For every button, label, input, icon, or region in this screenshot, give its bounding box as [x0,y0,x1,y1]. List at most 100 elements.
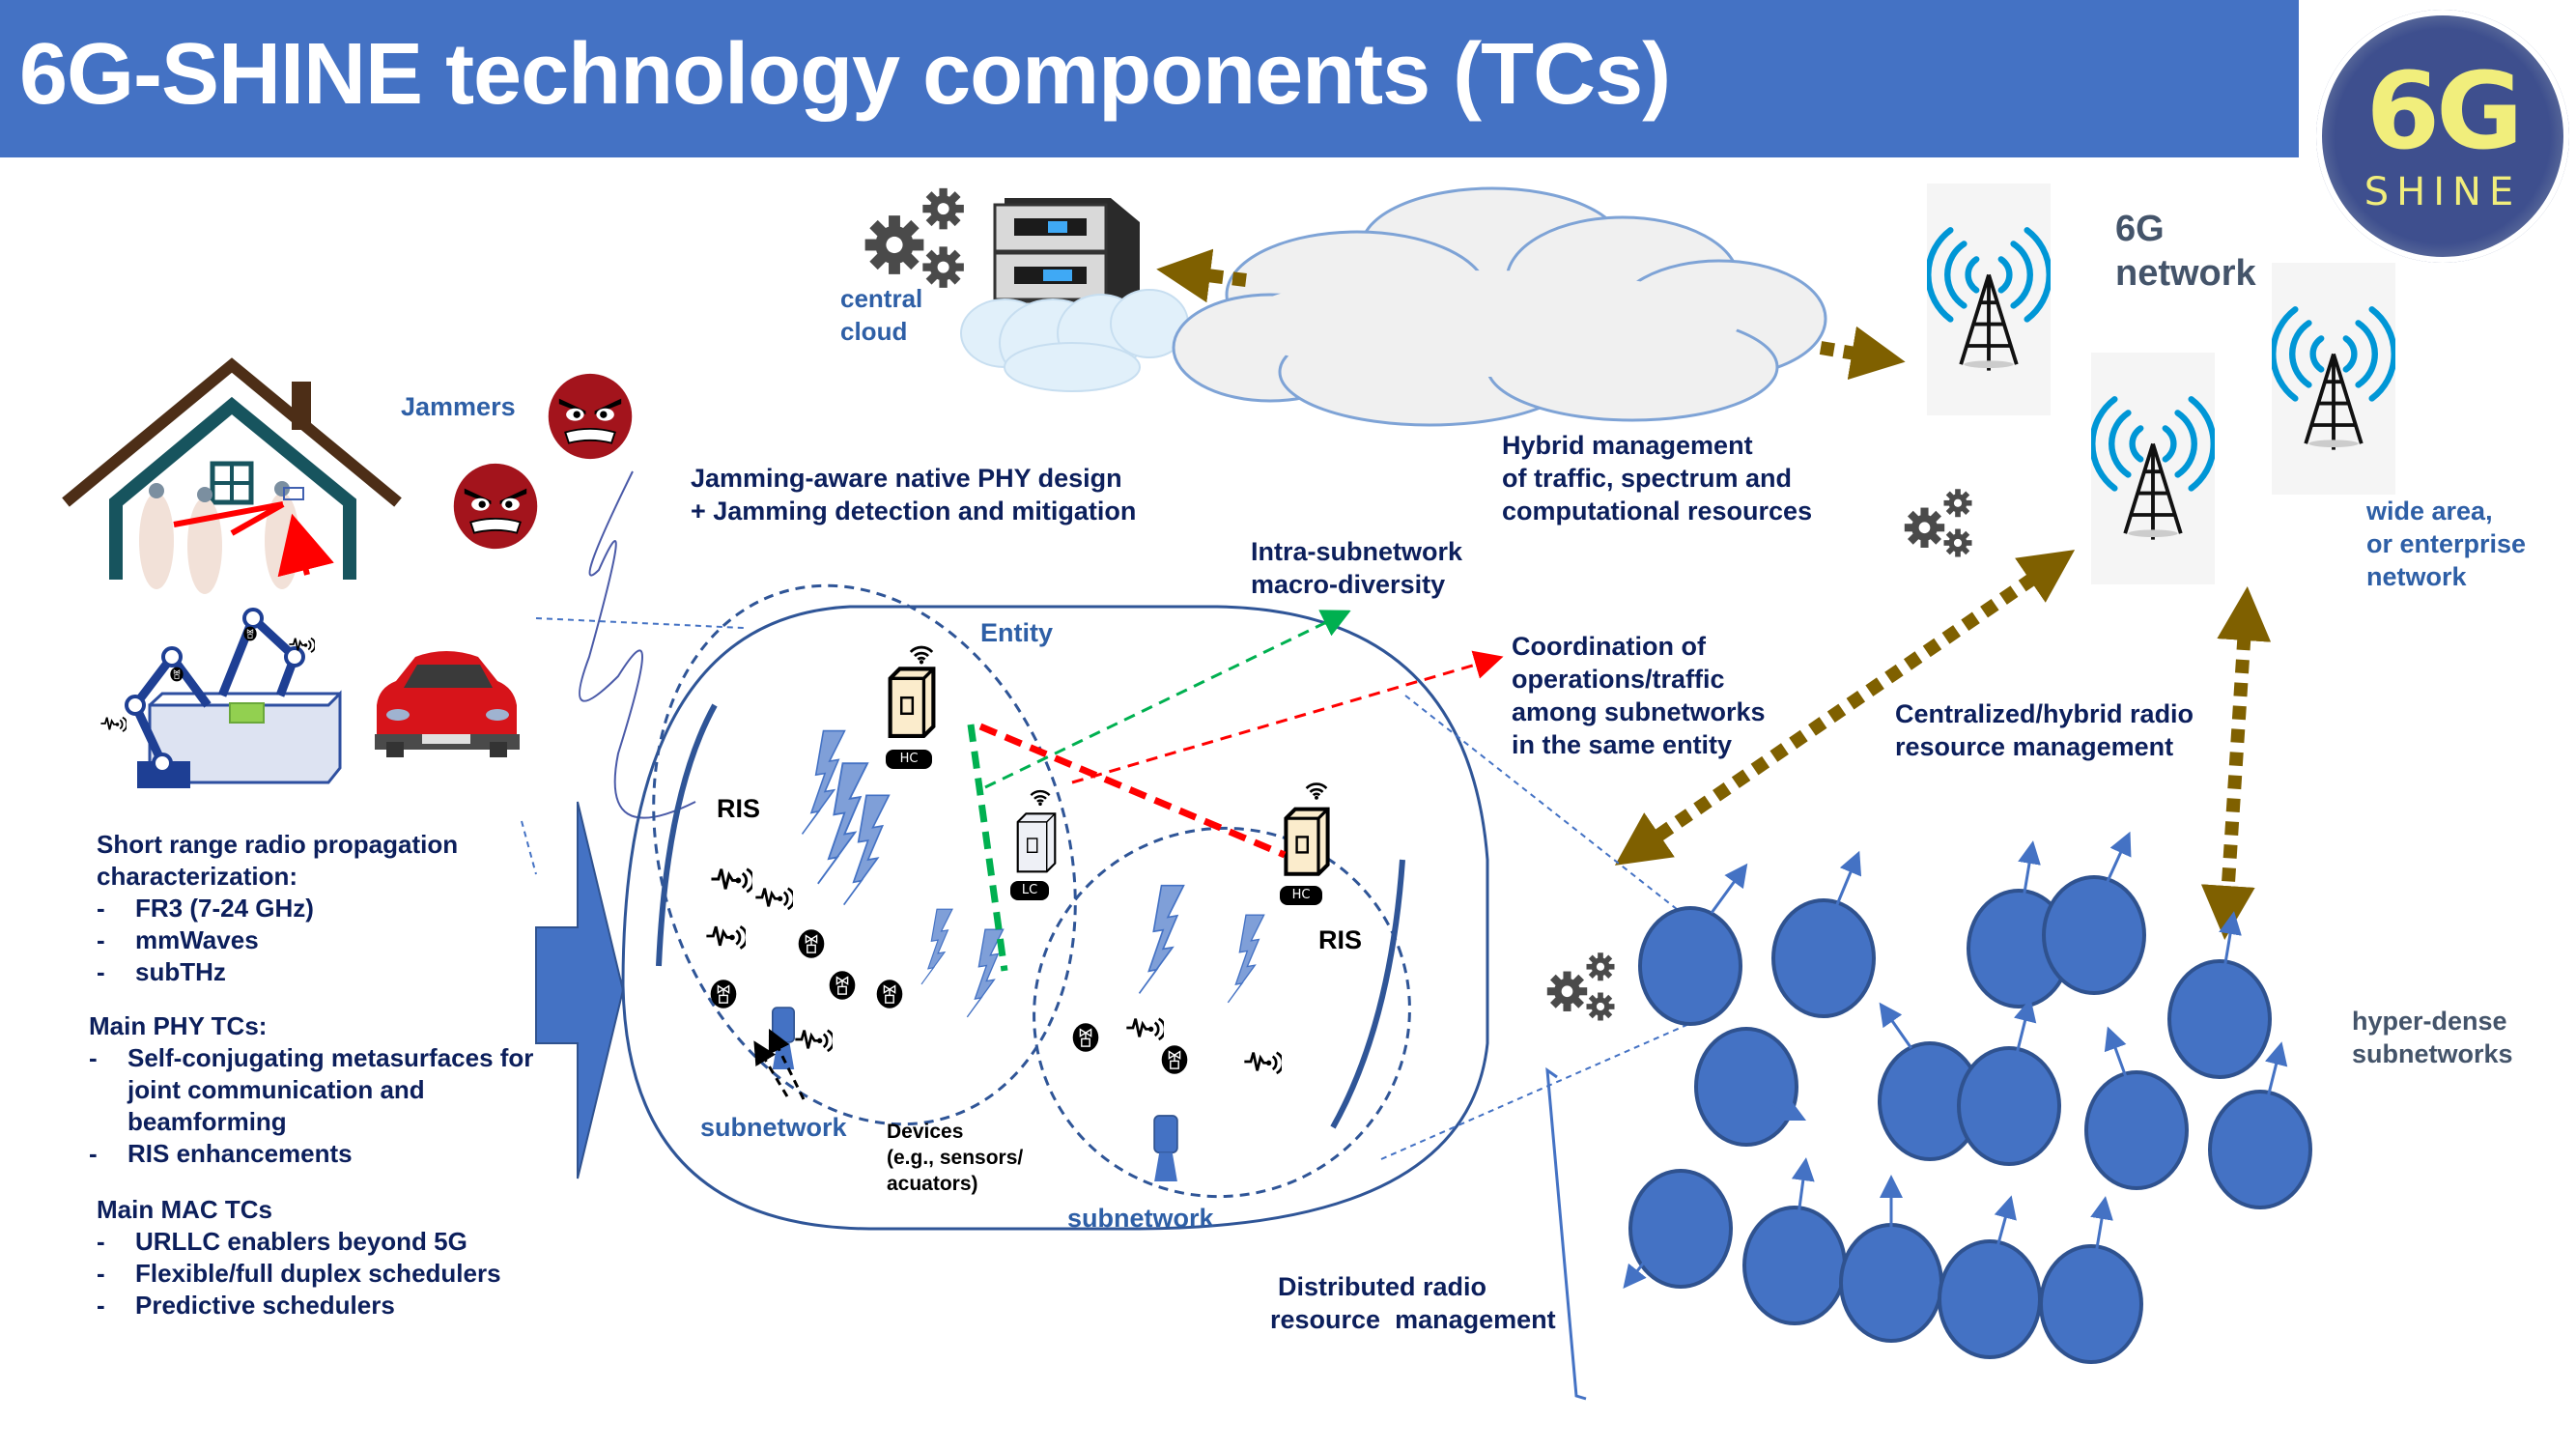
ris-left-label: RIS [717,794,761,823]
sensor-icon [754,887,793,911]
subnetwork-node [2167,959,2272,1079]
distributed-rrm-label-line: Distributed radio [1278,1272,1487,1301]
subnetwork-motion-arrow [2264,1041,2288,1097]
hc-left-chip: HC [886,750,932,769]
phy-heading: Main PHY TCs: [89,1011,268,1040]
phy-section: Main PHY TCs: Self-conjugating metasurfa… [89,1010,543,1170]
entity-label: Entity [980,618,1054,647]
gears-icon [865,188,964,288]
hybrid-management-label-line: computational resources [1502,497,1813,526]
lc-chip: LC [1010,881,1049,900]
coordination-arrow [1071,650,1504,784]
sensor-icon [794,1029,833,1053]
subnetwork-motion-arrow [1835,850,1862,906]
hybrid-management-label-line: of traffic, spectrum and [1502,464,1793,493]
subnetwork-right-boundary [1033,826,1411,1199]
hyper-dense-label-line: subnetworks [2352,1039,2513,1068]
coordination-label-line: Coordination of [1512,632,1706,661]
propagation-item: subTHz [97,956,458,988]
central-cloud-label-line: central [840,284,923,313]
device-icon [1161,1044,1188,1075]
6g-shine-logo: 6G SHINE [2316,10,2569,263]
propagation-item: FR3 (7-24 GHz) [97,893,458,924]
subnetwork-node [1694,1027,1798,1147]
propagation-heading: characterization: [97,862,298,891]
device-icon [798,928,825,959]
phy-item: RIS enhancements [89,1138,543,1170]
sensor-icon [1125,1017,1164,1041]
jammer-face-icon-2 [452,462,539,551]
subnetwork-left-label: subnetwork [700,1113,847,1142]
6g-network-label-line: network [2115,253,2256,294]
subnetwork-node [1957,1046,2061,1166]
central-cloud-graphic [865,188,1189,392]
subnetwork-motion-arrow [1879,1002,1912,1049]
intra-subnetwork-label: Intra-subnetwork macro-diversity [1251,535,1462,601]
cloud-to-towers-arrow [1819,326,1906,381]
sensor-icon [1243,1051,1282,1075]
gears-icon [1547,952,1615,1020]
hybrid-management-label: Hybrid management of traffic, spectrum a… [1502,429,1812,527]
propagation-list: FR3 (7-24 GHz) mmWaves subTHz [97,893,458,988]
mac-section: Main MAC TCs URLLC enablers beyond 5G Fl… [97,1194,501,1321]
ris-right-surface [1330,859,1405,1129]
sensor-icon [710,867,752,894]
subnetwork-motion-arrow [1623,1242,1661,1290]
wifi-icon [1030,789,1051,807]
devices-label: Devices (e.g., sensors/ acuators) [887,1119,1023,1197]
lc-compute-box-icon [1016,812,1057,873]
gears-icon [1905,489,1972,556]
page-title: 6G-SHINE technology components (TCs) [19,26,1671,123]
title-bar [0,0,2299,157]
subnetwork-node [2042,875,2146,995]
logo-6g-text: 6G [2365,49,2524,173]
propagation-heading: Short range radio propagation [97,830,459,859]
industrial-robot-icon [99,608,342,788]
jamming-label-line: + Jamming detection and mitigation [691,497,1137,526]
subnetwork-node [1771,898,1876,1018]
propagation-item: mmWaves [97,924,458,956]
wide-area-label-line: wide area, [2366,497,2493,526]
ris-left-surface [656,703,718,967]
phy-item: Self-conjugating metasurfaces for joint … [89,1042,543,1138]
centralized-rrm-label-line: resource management [1895,732,2174,761]
subnetwork-right-label: subnetwork [1067,1204,1214,1233]
subnetwork-node [1742,1206,1847,1325]
jamming-label-line: Jamming-aware native PHY design [691,464,1122,493]
hyper-dense-label-line: hyper-dense [2352,1007,2507,1036]
intra-subnetwork-arrow [984,610,1351,789]
devices-label-line: (e.g., sensors/ [887,1147,1024,1169]
centralized-rrm-label: Centralized/hybrid radio resource manage… [1895,697,2194,763]
ris-right-label: RIS [1318,925,1363,954]
hyper-dense-subnetworks [1623,831,2312,1364]
radio-link-bolt [920,908,953,985]
hc-compute-box-icon [891,668,934,736]
wifi-icon [909,645,934,665]
hc-compute-box-icon [1286,810,1327,874]
coordination-label-line: among subnetworks [1512,697,1766,726]
small-cloud-icon [960,289,1189,392]
wifi-icon [1305,782,1328,801]
6g-network-label: 6G network [2115,207,2256,296]
phy-list: Self-conjugating metasurfaces for joint … [89,1042,543,1170]
device-icon [1072,1022,1099,1053]
entity-boundary [621,605,1489,1231]
mac-heading: Main MAC TCs [97,1195,272,1224]
subnetwork-motion-arrow [1710,863,1748,914]
radio-link-bolt [801,729,846,836]
sensor-icon [705,924,746,950]
devices-label-line: acuators) [887,1173,978,1195]
subnetwork-motion-arrow [2104,1026,2128,1078]
hc-right-chip: HC [1280,886,1322,905]
distributed-rrm-label: Distributed radio resource management [1270,1270,1556,1336]
wide-area-label: wide area, or enterprise network [2366,495,2526,593]
cloud-to-server-arrow [1156,248,1247,303]
jammer-face-icon-1 [547,372,634,461]
radio-link-bolt [1138,884,1185,995]
jamming-label: Jamming-aware native PHY design + Jammin… [691,462,1136,527]
subnetwork-left-boundary [652,583,1077,1126]
device-icon [710,979,737,1009]
car-icon [375,651,520,757]
centralized-rrm-label-line: Centralized/hybrid radio [1895,699,2194,728]
